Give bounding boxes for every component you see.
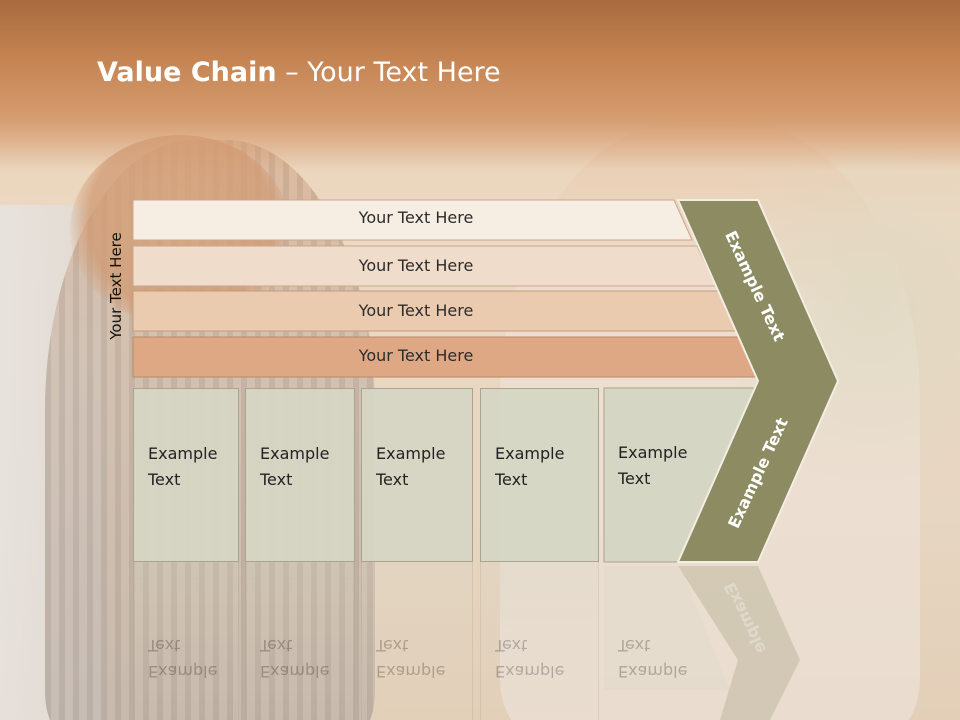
column-5-line1: Example [618,443,688,462]
column-3-line2: Text [376,470,409,489]
slide-title[interactable]: Value Chain – Your Text Here [97,53,501,93]
column-5-line2: Text [618,469,651,488]
bar-1-label: Your Text Here [358,208,474,227]
column-5: Example Text [604,388,704,562]
bar-4-label: Your Text Here [358,346,474,365]
column-4-line1: Example [495,444,565,463]
column-1[interactable]: Example Text [133,388,239,562]
title-band [0,0,960,170]
column-5-reflection [604,566,730,690]
title-bold: Value Chain [97,57,277,88]
column-2[interactable]: Example Text [245,388,355,562]
chevron-reflection [678,566,800,720]
column-2-line1: Example [260,444,330,463]
title-rest: – Your Text Here [276,57,501,88]
chevron-shape[interactable] [676,199,840,563]
bar-2-label: Your Text Here [358,256,474,275]
column-2-line2: Text [260,470,293,489]
bar-3-label: Your Text Here [358,301,474,320]
column-1-line1: Example [148,444,218,463]
column-3-line1: Example [376,444,446,463]
bar-1[interactable] [132,199,693,241]
column-4-line2: Text [495,470,528,489]
column-3[interactable]: Example Text [361,388,473,562]
column-1-line2: Text [148,470,181,489]
column-4[interactable]: Example Text [480,388,599,562]
